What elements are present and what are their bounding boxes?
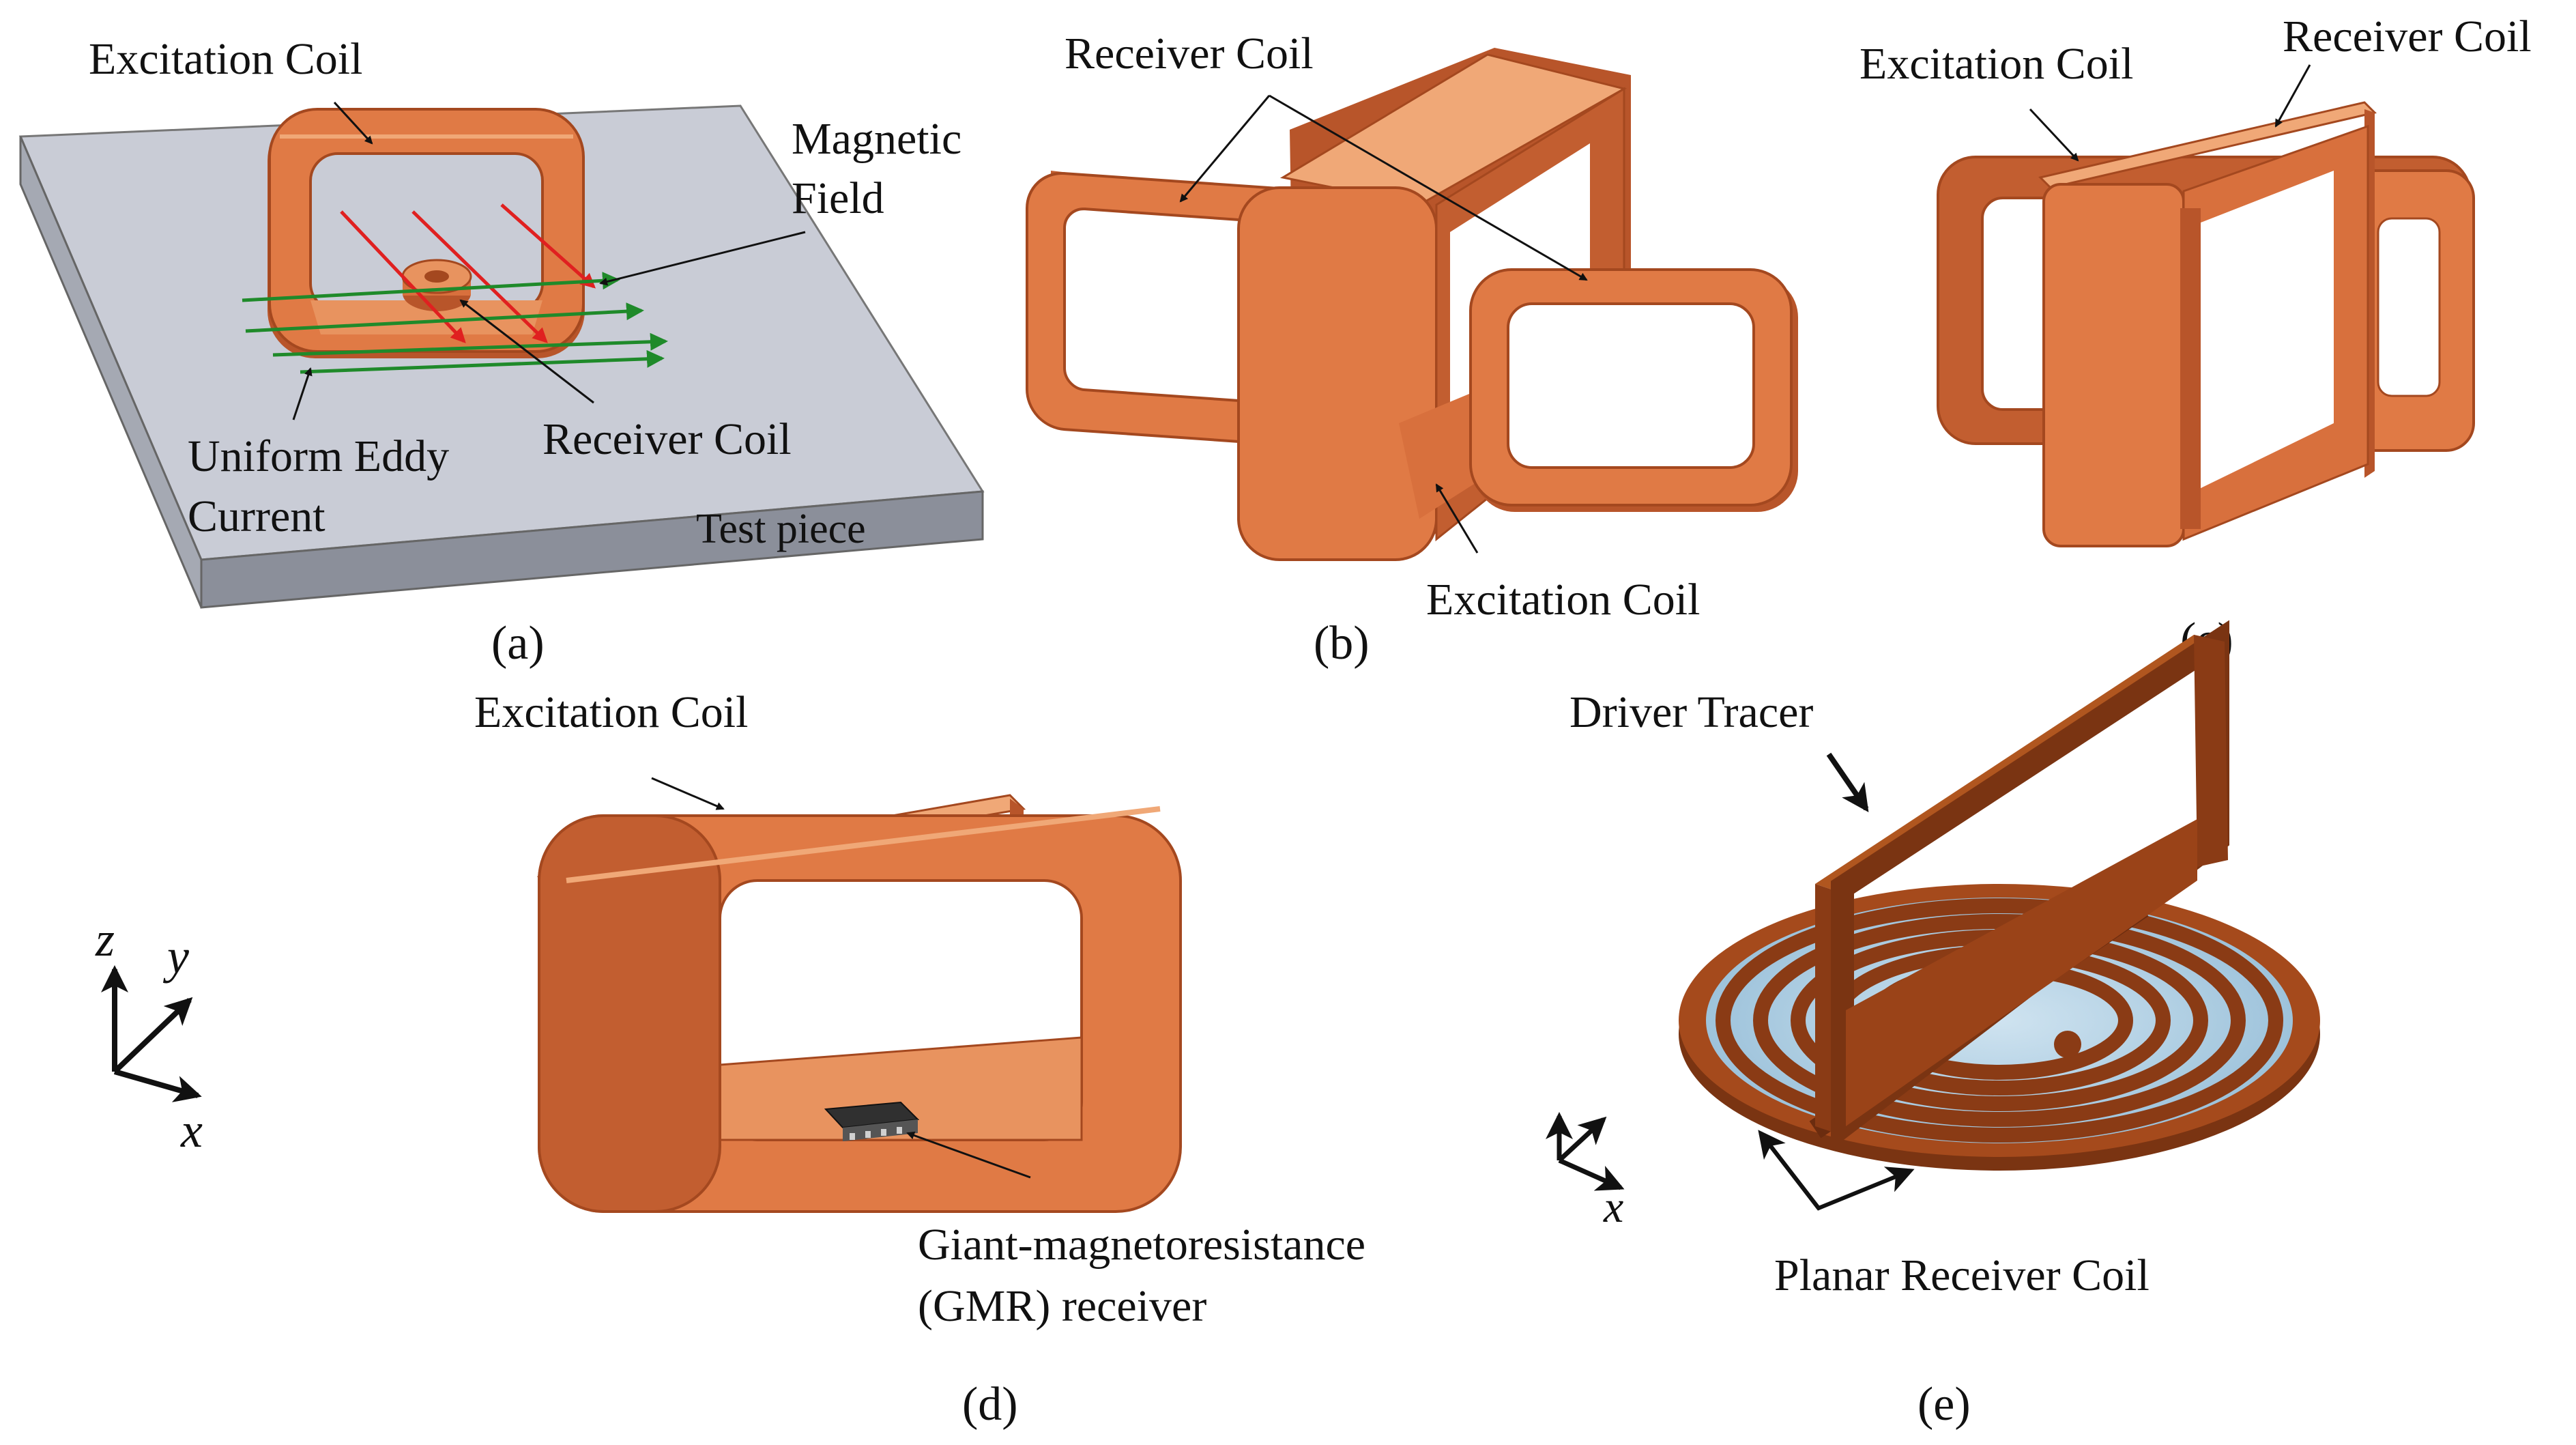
label-receiver-coil-a: Receiver Coil <box>542 414 792 464</box>
axes-left <box>101 965 202 1102</box>
panel-c: Excitation Coil Receiver Coil (c) <box>1859 12 2532 666</box>
leader-planar-e <box>1758 1130 1915 1211</box>
eddy-current-arrows <box>242 272 668 374</box>
leader-gmr-d <box>906 1131 1031 1179</box>
axis-x-label: x <box>180 1103 203 1158</box>
axes-right <box>1546 1112 1625 1191</box>
label-excitation-coil-a: Excitation Coil <box>89 34 362 84</box>
caption-e: (e) <box>1917 1378 1971 1431</box>
excitation-coil-c <box>2038 101 2377 547</box>
panel-e: x Driver Tracer Planar Receiver Coil (e) <box>1546 620 2320 1431</box>
label-test-piece-a: Test piece <box>696 506 866 552</box>
leader-excitation-c <box>2029 108 2079 162</box>
receiver-coil-b-right <box>1469 268 1798 512</box>
axis-y-label: y <box>162 929 189 984</box>
leader-eddy-a <box>292 367 313 420</box>
leader-field-a <box>599 231 806 286</box>
leader-excitation-d <box>651 777 725 810</box>
leader-excitation-b <box>1435 483 1479 554</box>
leader-excitation-a <box>333 101 373 145</box>
leader-receiver-b-2 <box>1269 94 1588 281</box>
caption-d: (d) <box>962 1378 1018 1431</box>
label-gmr-d-1: Giant-magnetoresistance <box>918 1220 1365 1270</box>
gmr-chip <box>824 1101 920 1141</box>
label-uniform-eddy-a-1: Uniform Eddy <box>188 431 449 481</box>
label-gmr-d-2: (GMR) receiver <box>918 1281 1206 1331</box>
caption-a: (a) <box>491 617 545 670</box>
label-uniform-eddy-a-2: Current <box>188 491 325 541</box>
panel-d: Excitation Coil Giant-magnetoresistance … <box>474 687 1365 1431</box>
panel-b: Receiver Coil Excitation Coil (b) <box>1026 29 1798 670</box>
label-receiver-coil-b: Receiver Coil <box>1065 29 1314 78</box>
leader-receiver-c <box>2274 64 2311 128</box>
label-magnetic-field-a-1: Magnetic <box>792 114 961 164</box>
label-driver-tracer: Driver Tracer <box>1569 687 1813 737</box>
leader-driver-e <box>1826 752 1869 812</box>
axis-z-label: z <box>95 912 115 967</box>
axis-x-right-label: x <box>1603 1182 1623 1232</box>
test-piece-left <box>19 136 203 608</box>
excitation-coil-a <box>267 108 585 358</box>
label-magnetic-field-a-2: Field <box>792 173 884 223</box>
label-excitation-coil-c: Excitation Coil <box>1859 39 2133 89</box>
leader-receiver-a <box>459 299 594 404</box>
panel-a: Excitation Coil Magnetic Field Uniform E… <box>18 34 985 670</box>
label-planar-receiver: Planar Receiver Coil <box>1774 1250 2150 1300</box>
excitation-coil-d <box>536 794 1182 1213</box>
label-excitation-coil-d: Excitation Coil <box>474 687 748 737</box>
driver-tracer <box>1815 620 2229 1150</box>
caption-b: (b) <box>1314 617 1370 670</box>
leader-receiver-b-1 <box>1179 95 1271 203</box>
label-excitation-coil-b: Excitation Coil <box>1426 575 1700 625</box>
label-receiver-coil-c: Receiver Coil <box>2283 12 2532 61</box>
receiver-coil-a <box>401 259 472 311</box>
